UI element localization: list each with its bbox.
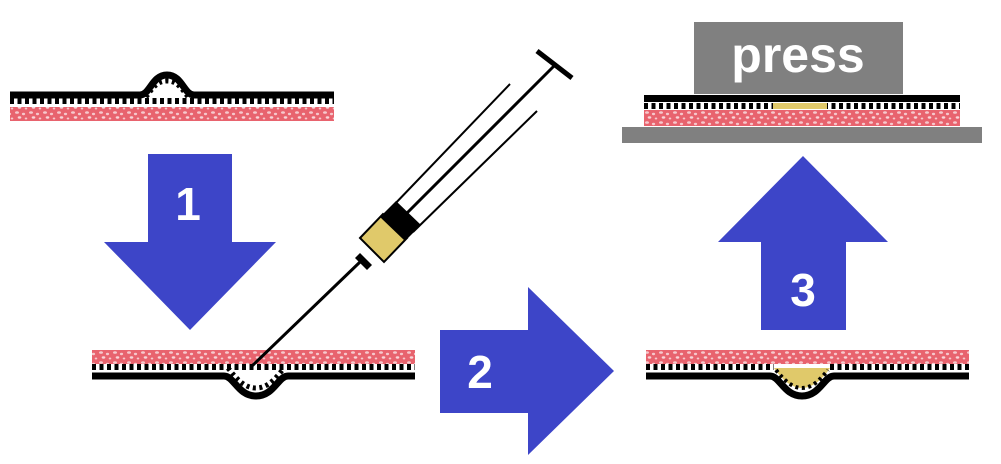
press-label: press	[731, 27, 864, 83]
arrow-right	[440, 287, 614, 455]
step-2-label: 2	[467, 346, 493, 398]
step-3-label: 3	[790, 264, 816, 316]
filler-material	[773, 103, 827, 109]
panel-flipped	[92, 350, 415, 400]
bump-teeth	[143, 78, 191, 99]
arrow-up	[718, 156, 888, 330]
tissue-layer	[644, 110, 960, 126]
tissue-layer	[646, 350, 969, 364]
panel-filled	[646, 350, 969, 400]
membrane-layer	[644, 95, 960, 102]
arrow-step-3: 3	[718, 156, 888, 330]
syringe-icon	[250, 49, 574, 368]
arrow-step-1: 1	[104, 154, 276, 330]
panel-pressed: press	[622, 22, 982, 143]
arrow-down	[104, 154, 276, 330]
membrane-layer	[92, 372, 415, 400]
dimple-teeth	[226, 366, 286, 391]
dimple-teeth	[774, 368, 830, 391]
press-block	[694, 22, 903, 94]
arrow-step-2: 2	[440, 287, 614, 455]
membrane-layer	[10, 71, 334, 99]
panel-initial-bump	[10, 71, 334, 121]
tissue-layer	[92, 350, 415, 364]
tissue-layer	[10, 107, 334, 121]
step-1-label: 1	[175, 178, 201, 230]
membrane-layer	[646, 372, 969, 400]
base-plate	[622, 127, 982, 143]
